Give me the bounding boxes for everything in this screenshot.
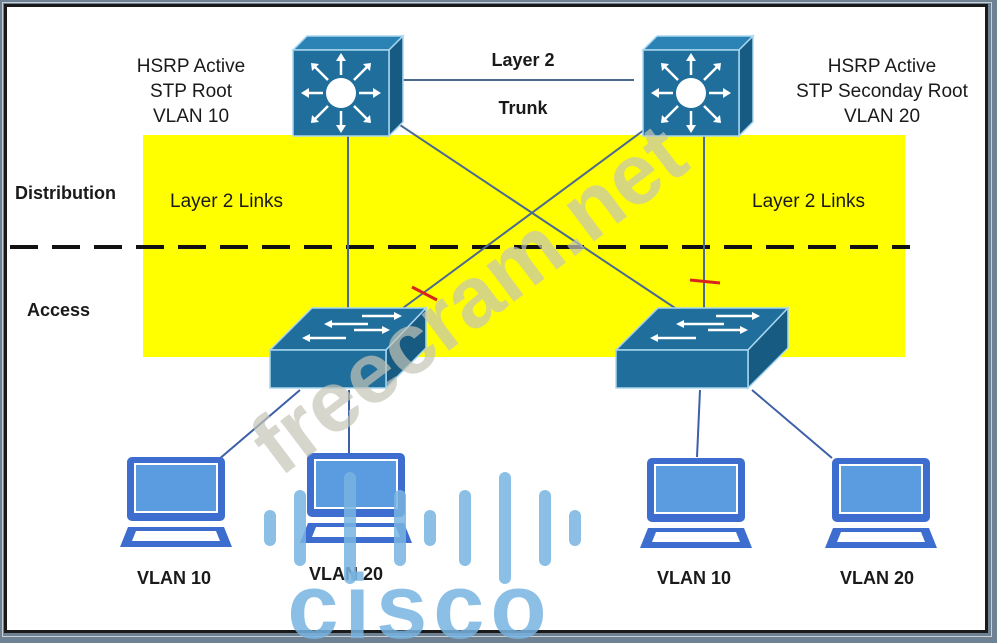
distribution-layer-label: Distribution xyxy=(15,183,116,203)
access-switch-left[interactable] xyxy=(268,306,428,390)
layer2-links-label-left: Layer 2 Links xyxy=(170,191,283,212)
host-label: VLAN 10 xyxy=(137,568,211,588)
cisco-bar xyxy=(499,472,511,584)
cisco-bar xyxy=(569,510,581,546)
blocked-port-mark xyxy=(411,285,438,302)
cisco-bar xyxy=(424,510,436,546)
distribution-switch-left[interactable] xyxy=(291,34,405,138)
cisco-bar xyxy=(294,490,306,566)
dist-right-annotation-line2: STP Seconday Root xyxy=(796,81,969,102)
switch-arrows-icon xyxy=(650,312,760,342)
cisco-bar xyxy=(394,490,406,566)
laptop-keyboard xyxy=(132,531,220,541)
distribution-switch-right[interactable] xyxy=(641,34,755,138)
cisco-bars-icon xyxy=(264,472,581,584)
cisco-wordmark: cisco xyxy=(287,556,552,643)
access-layer-label: Access xyxy=(27,300,90,320)
trunk-label-bottom: Trunk xyxy=(498,98,548,118)
laptop-keyboard xyxy=(652,532,740,542)
dist-left-annotation-line1: HSRP Active xyxy=(137,56,245,77)
cisco-bar xyxy=(264,510,276,546)
link-accessleft-host1 xyxy=(217,389,301,461)
laptop-screen xyxy=(654,464,738,514)
link-distright-accessleft xyxy=(402,129,645,309)
link-distleft-accessright xyxy=(399,124,679,311)
cisco-logo-watermark: cisco xyxy=(264,472,581,643)
switch-arrows-icon xyxy=(302,312,402,342)
dist-left-annotation-line3: VLAN 10 xyxy=(153,106,229,127)
laptop-host[interactable] xyxy=(120,457,232,547)
laptop-keyboard xyxy=(837,532,925,542)
dist-left-annotation-line2: STP Root xyxy=(150,81,233,102)
link-accessright-host4 xyxy=(751,389,833,459)
link-accessright-host3 xyxy=(696,389,701,458)
access-switch-right[interactable] xyxy=(614,306,790,390)
trunk-label-top: Layer 2 xyxy=(491,50,554,70)
host-label: VLAN 10 xyxy=(657,568,731,588)
dist-right-annotation-line3: VLAN 20 xyxy=(844,106,920,127)
host-label: VLAN 20 xyxy=(840,568,914,588)
laptop-host[interactable] xyxy=(825,458,937,548)
multilayer-switch-icon xyxy=(651,53,731,133)
cisco-bar xyxy=(459,490,471,566)
links xyxy=(217,79,833,461)
laptop-host[interactable] xyxy=(640,458,752,548)
blocked-port-mark xyxy=(689,278,721,285)
laptop-screen xyxy=(839,464,923,514)
dist-right-annotation-line1: HSRP Active xyxy=(828,56,936,77)
cisco-bar xyxy=(539,490,551,566)
cisco-bar xyxy=(344,472,356,584)
layer2-links-label-right: Layer 2 Links xyxy=(752,191,865,212)
multilayer-switch-icon xyxy=(301,53,381,133)
laptop-screen xyxy=(134,463,218,513)
